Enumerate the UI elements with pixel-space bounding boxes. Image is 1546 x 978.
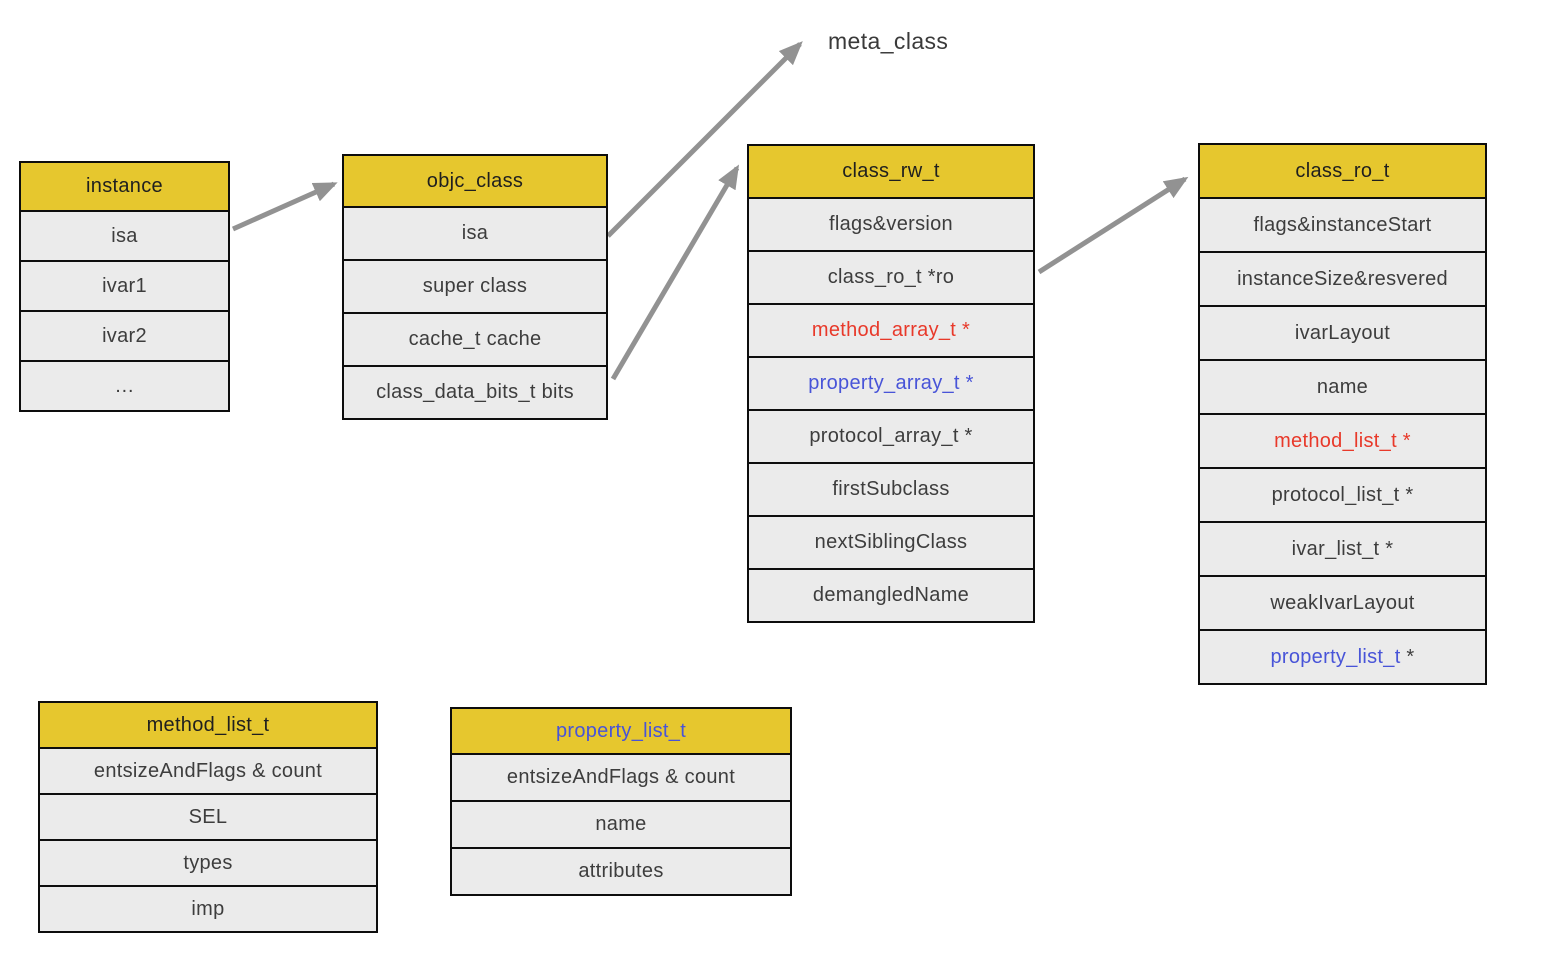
table-property-list-t: property_list_t entsizeAndFlags & count … xyxy=(450,707,792,896)
table-title: property_list_t xyxy=(555,719,687,742)
table-row: nextSiblingClass xyxy=(749,515,1033,568)
table-row: weakIvarLayout xyxy=(1200,575,1485,629)
table-row: class_data_bits_t bits xyxy=(344,365,606,418)
table-title: instance xyxy=(86,175,163,197)
table-row: name xyxy=(452,800,790,847)
row-label: firstSubclass xyxy=(832,478,950,500)
table-objc-class: objc_class isa super class cache_t cache… xyxy=(342,154,608,420)
table-row: instanceSize&resvered xyxy=(1200,251,1485,305)
table-row: types xyxy=(40,839,376,885)
table-row: cache_t cache xyxy=(344,312,606,365)
row-label: imp xyxy=(191,897,225,920)
table-row: ivarLayout xyxy=(1200,305,1485,359)
table-title: class_ro_t xyxy=(1295,159,1390,182)
row-label: method_list_t * xyxy=(1274,429,1411,452)
table-row: property_array_t * xyxy=(749,356,1033,409)
row-label: weakIvarLayout xyxy=(1270,591,1415,614)
table-row: protocol_list_t * xyxy=(1200,467,1485,521)
row-label: super class xyxy=(422,275,528,297)
row-label-suffix: * xyxy=(1400,645,1415,668)
meta-class-label: meta_class xyxy=(828,28,949,54)
table-class-ro-t-header: class_ro_t xyxy=(1200,145,1485,197)
row-label: ivar_list_t * xyxy=(1291,537,1394,560)
table-row: … xyxy=(21,360,228,410)
table-row: super class xyxy=(344,259,606,312)
row-label: protocol_array_t * xyxy=(809,425,973,447)
table-title: method_list_t xyxy=(146,713,270,736)
row-label: property_array_t * xyxy=(808,372,974,394)
table-row: entsizeAndFlags & count xyxy=(452,753,790,800)
table-row: method_array_t * xyxy=(749,303,1033,356)
table-objc-class-header: objc_class xyxy=(344,156,606,206)
row-label: entsizeAndFlags & count xyxy=(506,766,736,788)
table-row: firstSubclass xyxy=(749,462,1033,515)
table-row: imp xyxy=(40,885,376,931)
arrow-instance-isa-to-objc-class xyxy=(231,181,338,232)
table-instance: instance isa ivar1 ivar2 … xyxy=(19,161,230,412)
row-label: name xyxy=(595,813,647,835)
row-label: SEL xyxy=(188,805,228,828)
table-row: SEL xyxy=(40,793,376,839)
table-row: attributes xyxy=(452,847,790,894)
row-label: ivar2 xyxy=(102,324,147,347)
table-row: ivar2 xyxy=(21,310,228,360)
arrow-ro-to-class-ro-t xyxy=(1037,176,1189,275)
row-label: nextSiblingClass xyxy=(814,531,968,553)
table-row: protocol_array_t * xyxy=(749,409,1033,462)
table-row: property_list_t * xyxy=(1200,629,1485,683)
row-label: attributes xyxy=(578,860,664,882)
row-label: property_list_t xyxy=(1270,645,1401,668)
row-label: method_array_t * xyxy=(811,319,971,341)
table-title: objc_class xyxy=(426,169,524,192)
table-row: entsizeAndFlags & count xyxy=(40,747,376,793)
arrow-objc-class-isa-to-meta-class xyxy=(606,41,803,238)
table-property-list-t-header: property_list_t xyxy=(452,709,790,753)
table-method-list-t: method_list_t entsizeAndFlags & count SE… xyxy=(38,701,378,933)
row-label: flags&version xyxy=(829,213,953,235)
table-row: flags&instanceStart xyxy=(1200,197,1485,251)
table-row: demangledName xyxy=(749,568,1033,621)
table-method-list-t-header: method_list_t xyxy=(40,703,376,747)
row-label: isa xyxy=(461,222,489,244)
table-row: isa xyxy=(21,210,228,260)
row-label: demangledName xyxy=(812,584,970,606)
row-label: flags&instanceStart xyxy=(1253,213,1432,236)
row-label: instanceSize&resvered xyxy=(1237,267,1448,290)
table-class-ro-t: class_ro_t flags&instanceStart instanceS… xyxy=(1198,143,1487,685)
table-row: flags&version xyxy=(749,197,1033,250)
row-label: ivar1 xyxy=(102,274,147,297)
table-title: class_rw_t xyxy=(842,160,940,182)
row-label: cache_t cache xyxy=(408,328,542,350)
table-row: name xyxy=(1200,359,1485,413)
row-label: entsizeAndFlags & count xyxy=(93,759,323,782)
table-row: ivar1 xyxy=(21,260,228,310)
row-label: name xyxy=(1316,375,1369,398)
row-label: isa xyxy=(111,224,138,247)
row-label: … xyxy=(114,374,135,397)
row-label: ivarLayout xyxy=(1294,321,1391,344)
row-label: types xyxy=(183,851,233,874)
row-label: class_data_bits_t bits xyxy=(376,381,574,403)
row-label: protocol_list_t * xyxy=(1271,483,1414,506)
table-row: class_ro_t *ro xyxy=(749,250,1033,303)
table-row: method_list_t * xyxy=(1200,413,1485,467)
arrow-bits-to-class-rw-t xyxy=(610,164,740,381)
table-class-rw-t-header: class_rw_t xyxy=(749,146,1033,197)
table-row: isa xyxy=(344,206,606,259)
table-instance-header: instance xyxy=(21,163,228,210)
table-row: ivar_list_t * xyxy=(1200,521,1485,575)
row-label: class_ro_t *ro xyxy=(827,266,955,288)
table-class-rw-t: class_rw_t flags&version class_ro_t *ro … xyxy=(747,144,1035,623)
